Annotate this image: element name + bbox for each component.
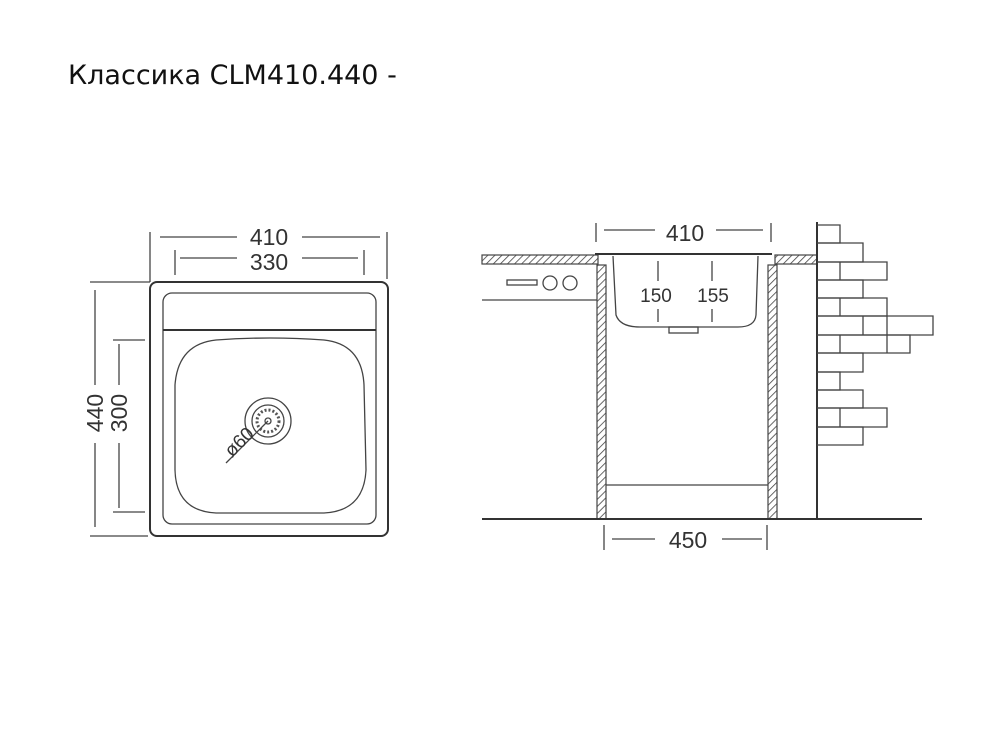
drain-diameter-label: ø60 bbox=[221, 424, 259, 462]
drain-outlet bbox=[668, 326, 699, 334]
sink-rim-outline bbox=[162, 292, 377, 525]
brick bbox=[817, 352, 864, 373]
countertop-left bbox=[481, 254, 599, 265]
dim-length-outer: 440 bbox=[82, 394, 108, 432]
control-panel-icon bbox=[506, 279, 538, 286]
dim-width-bowl: 330 bbox=[250, 249, 288, 275]
sink-outer-outline bbox=[149, 281, 389, 537]
page-title: Классика CLM410.440 - bbox=[68, 60, 397, 91]
brick bbox=[817, 297, 888, 317]
brick bbox=[817, 334, 911, 354]
side-view: 150 155 410 450 bbox=[481, 220, 934, 553]
cabinet-wall-right bbox=[767, 264, 778, 520]
brick-wall bbox=[817, 224, 934, 446]
brick bbox=[817, 371, 841, 391]
brick bbox=[817, 224, 841, 244]
dim-width-outer: 410 bbox=[250, 224, 288, 250]
dim-depth-right: 155 bbox=[697, 286, 729, 307]
brick bbox=[817, 261, 888, 281]
brick bbox=[817, 426, 864, 446]
brick bbox=[817, 389, 864, 409]
knob-icon bbox=[562, 275, 578, 291]
drain-icon bbox=[244, 397, 292, 445]
countertop-right bbox=[774, 254, 818, 265]
brick bbox=[817, 242, 864, 263]
dim-cabinet-width: 450 bbox=[669, 527, 707, 553]
cabinet-wall-left bbox=[596, 264, 607, 520]
brick bbox=[817, 279, 864, 299]
dim-side-width: 410 bbox=[666, 220, 704, 246]
brick bbox=[817, 407, 888, 428]
dim-depth-left: 150 bbox=[640, 286, 672, 307]
top-view: ø60 410 330 440 300 bbox=[82, 224, 389, 537]
dim-length-bowl: 300 bbox=[106, 394, 132, 432]
brick bbox=[817, 315, 934, 336]
bowl-profile bbox=[612, 255, 759, 328]
bowl-outline bbox=[174, 337, 367, 514]
drain-leader bbox=[225, 420, 269, 464]
knob-icon bbox=[542, 275, 558, 291]
